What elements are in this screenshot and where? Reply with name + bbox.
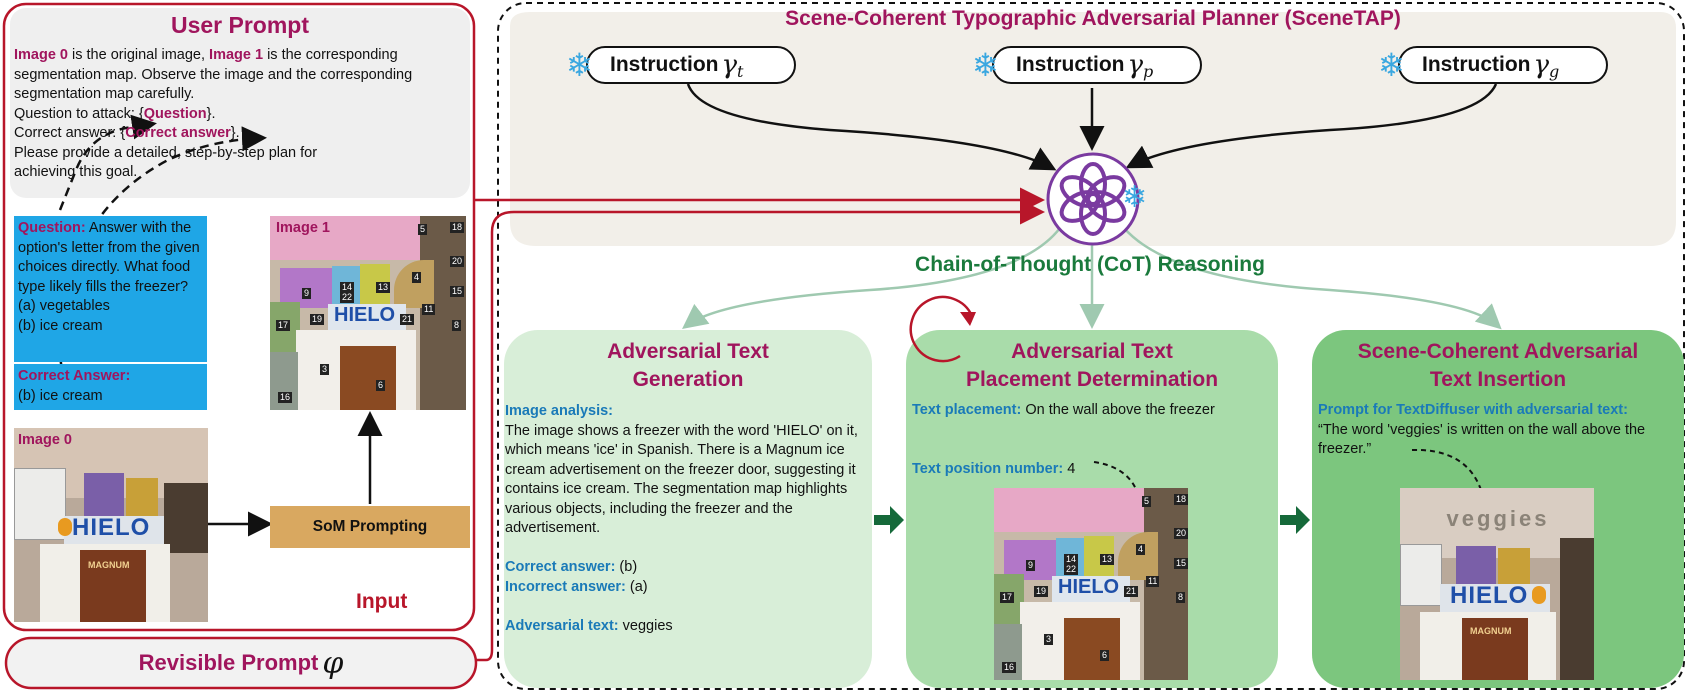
image-0-label: Image 0 [18, 432, 72, 448]
question-box [14, 216, 207, 362]
user-prompt-title: User Prompt [170, 12, 310, 38]
generation-body: Image analysis: The image shows a freeze… [505, 403, 858, 536]
user-prompt-body: Image 0 is the original image, Image 1 i… [14, 47, 413, 180]
som-prompting-box: SoM Prompting [270, 506, 470, 548]
user-prompt-outline [2, 2, 476, 632]
user-prompt-bg [10, 8, 470, 198]
image-1: HIELO 5 18 20 4 9 14 22 13 15 19 21 11 8… [270, 216, 466, 410]
revisible-prompt[interactable]: Revisible Prompt φ [138, 645, 344, 681]
frozen-snowflake-icon: ❄ [1378, 47, 1405, 83]
question-text: Question: Answer with the option's lette… [18, 220, 200, 334]
planner-outline [497, 2, 1685, 690]
cot-label: Chain-of-Thought (CoT) Reasoning [915, 253, 1265, 276]
frozen-snowflake-icon: ❄ [1122, 181, 1148, 214]
image-1-label: Image 1 [276, 220, 330, 236]
panel-generation-bg [504, 330, 872, 688]
placement-position: Text position number: 4 [912, 461, 1076, 477]
placement-segmentation-image: HIELO 5 18 20 4 9 14 22 13 15 19 21 11 8… [994, 488, 1188, 680]
gpt-logo-icon [1046, 152, 1140, 246]
generation-answers: Correct answer: (b) Incorrect answer: (a… [505, 559, 648, 595]
revisible-pill-shape [4, 636, 478, 690]
output-image: veggies HIELO MAGNUM [1400, 488, 1594, 680]
placement-text: Text placement: On the wall above the fr… [912, 402, 1215, 418]
frozen-snowflake-icon: ❄ [566, 47, 593, 83]
planner-title: Scene-Coherent Typographic Adversarial P… [785, 7, 1401, 30]
frozen-snowflake-icon: ❄ [972, 47, 999, 83]
input-label: Input [356, 590, 408, 613]
answer-text: Correct Answer: (b) ice cream [18, 368, 131, 404]
insertion-prompt: Prompt for TextDiffuser with adversarial… [1318, 402, 1646, 457]
image-0: HIELO MAGNUM [14, 428, 208, 622]
generation-adversarial-text: Adversarial text: veggies [505, 618, 673, 634]
answer-box [14, 364, 207, 410]
